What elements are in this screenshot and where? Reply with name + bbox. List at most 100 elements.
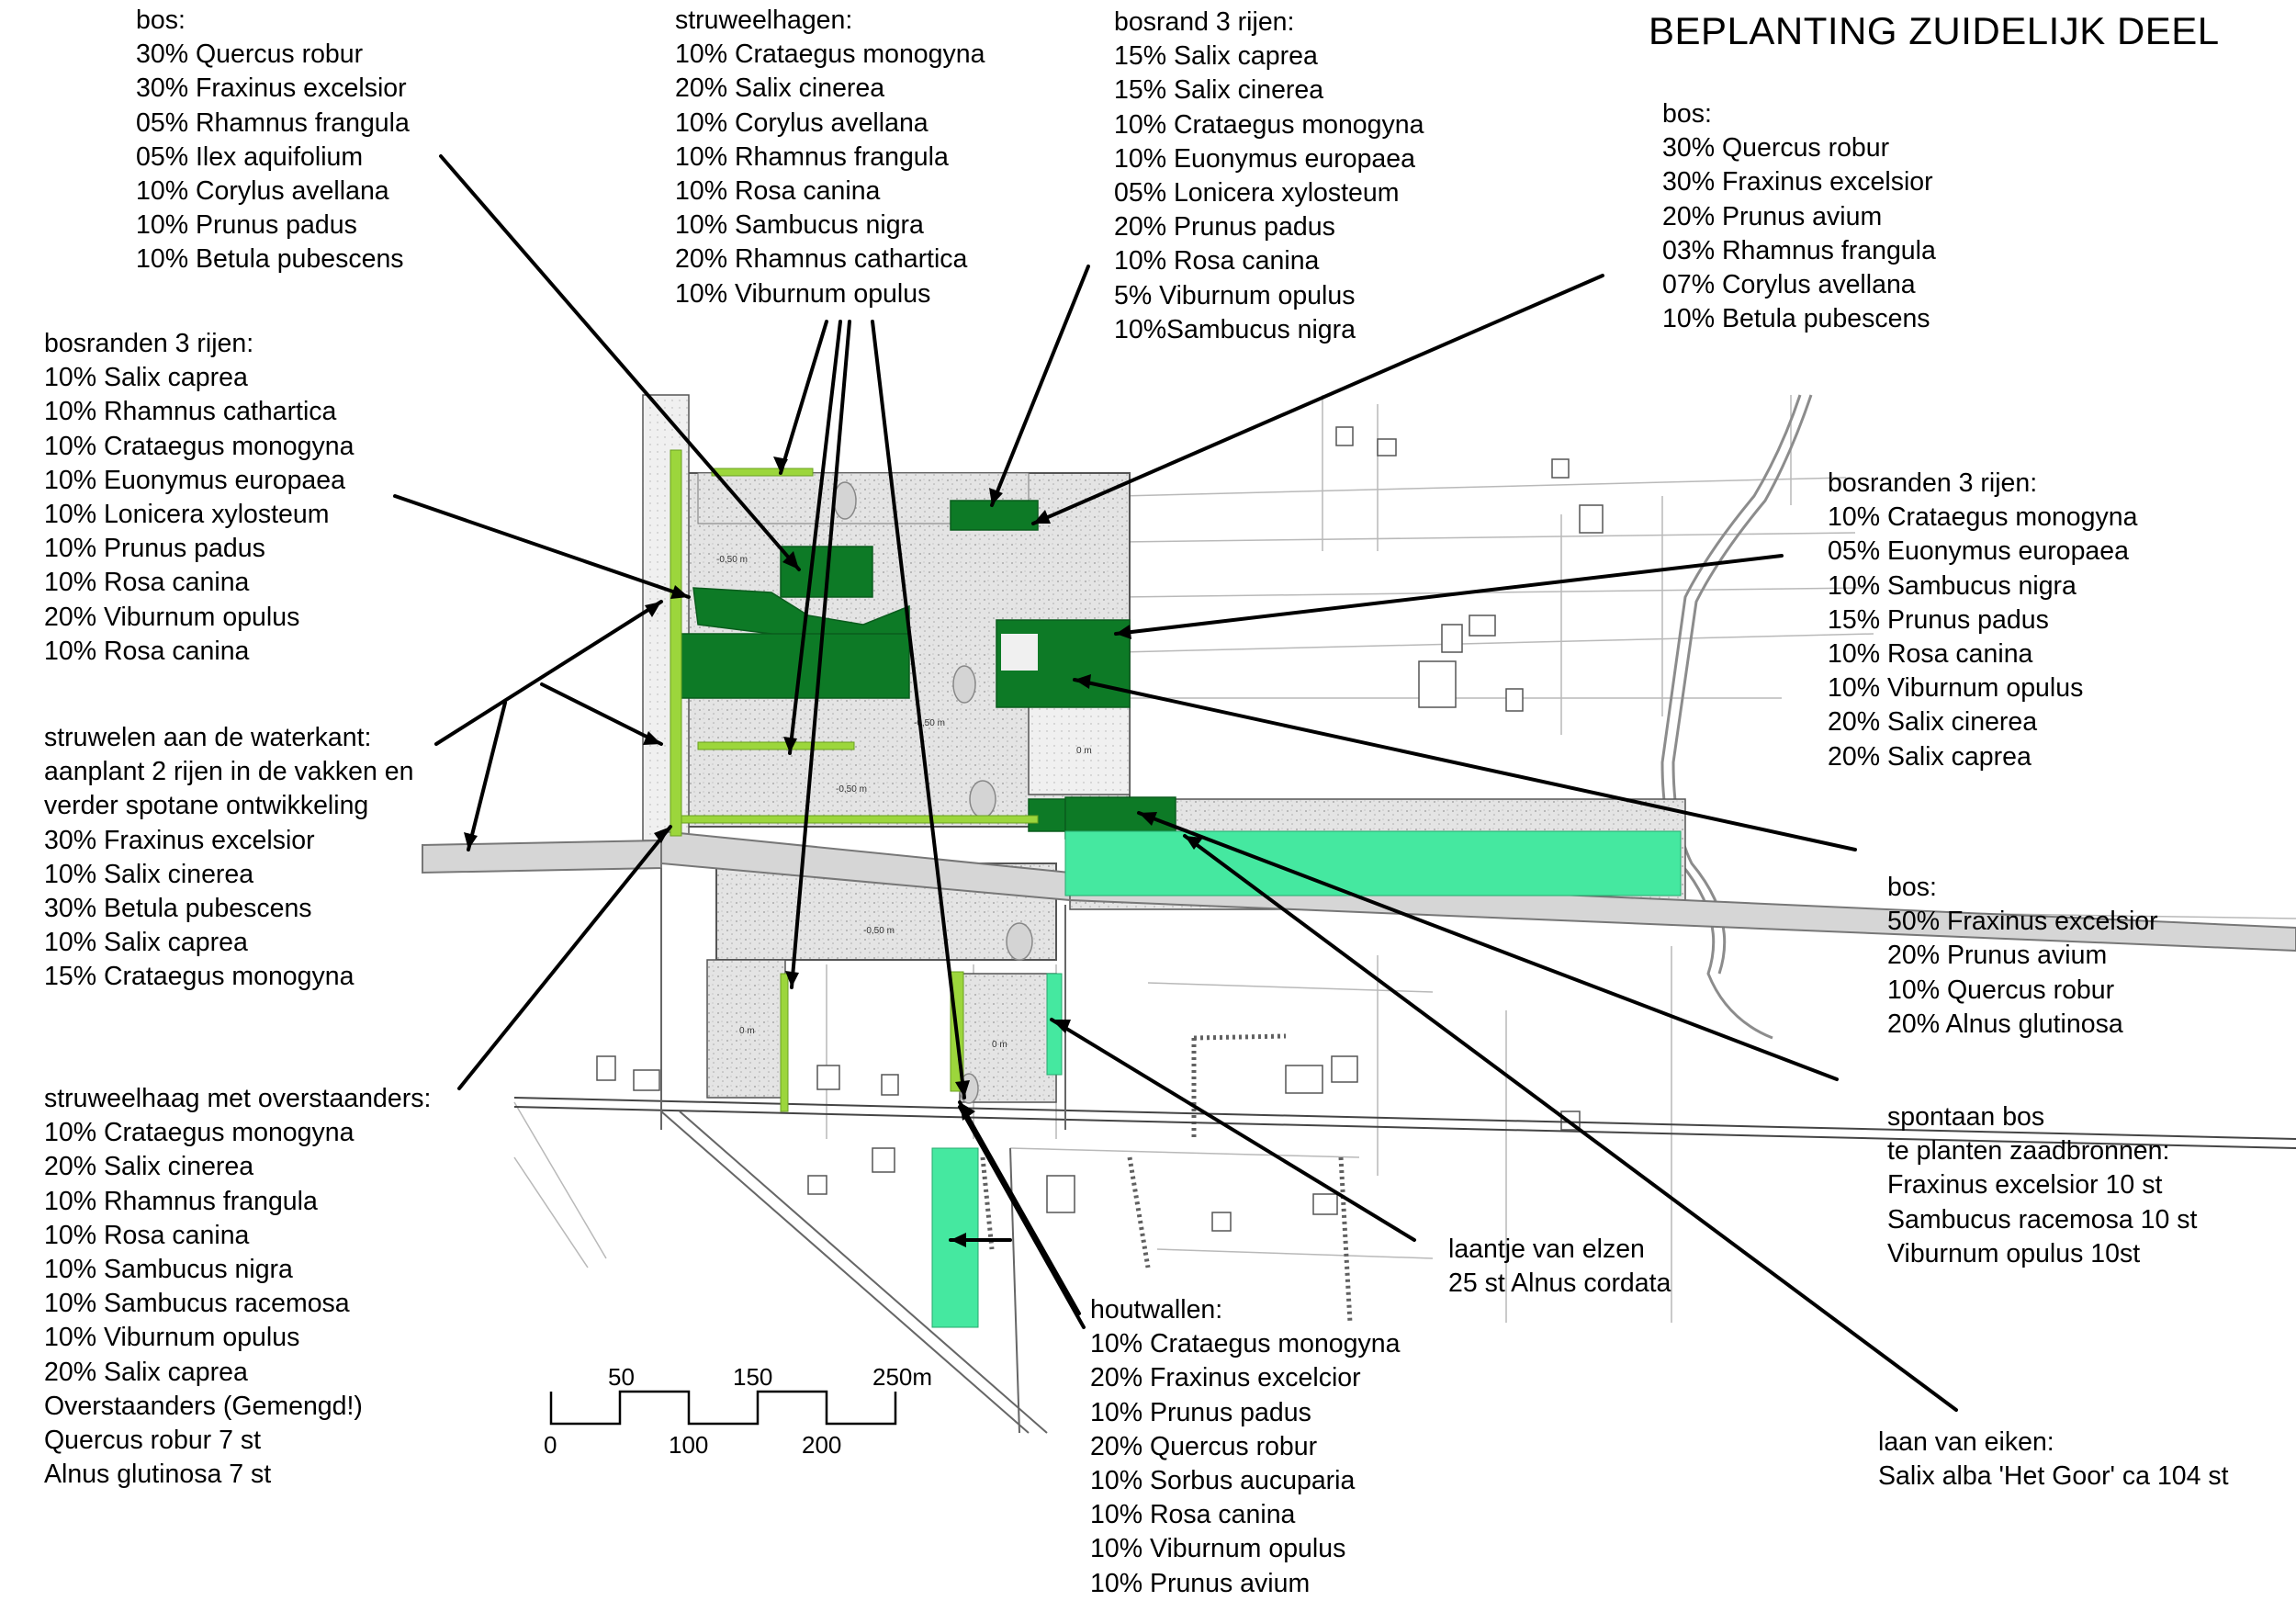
label-line: 10% Quercus robur [1887,975,2115,1005]
label-line: 20% Fraxinus excelcior [1090,1363,1361,1393]
leader-lines [393,154,1958,1412]
svg-text:-0,50 m: -0,50 m [716,555,748,565]
label-heading: laantje van elzen [1448,1235,1645,1264]
label-line: 20% Salix cinerea [44,1152,254,1182]
label-line: 10% Sambucus nigra [1828,570,2077,601]
label-line: 10% Rhamnus frangula [44,1186,318,1216]
label-line: 10% Salix caprea [44,363,248,393]
label-line: aanplant 2 rijen in de vakken en [44,757,414,787]
label-line: 10% Euonymus europaea [44,465,345,495]
page-title: BEPLANTING ZUIDELIJK DEEL [1649,9,2220,52]
label-houtwallen: houtwallen: 10% Crataegus monogyna 20% Fra… [1090,1293,1400,1601]
label-heading: bos: [136,6,186,35]
label-line: 03% Rhamnus frangula [1662,235,1936,265]
label-line: 15% Salix cinerea [1114,75,1324,106]
label-struweelhaag: struweelhaag met overstaanders:10% Crata… [44,1082,431,1492]
label-line: 30% Fraxinus excelsior [44,825,315,855]
label-line: 10% Crataegus monogyna [675,39,985,70]
label-line: 10% Prunus padus [136,210,357,241]
label-line: 10% Salix caprea [44,928,248,958]
map-labels: -0,50 m -0,50 m -0,50 m -0,50 m 0 m 0 m … [716,555,1092,1050]
label-line: 10% Prunus avium [1090,1568,1311,1598]
label-line: 15% Salix caprea [1114,41,1318,72]
label-line: 10% Corylus avellana [675,107,929,138]
arrow-heads [464,457,1203,1247]
south-field-1 [706,959,786,1099]
label-line: 10% Viburnum opulus [44,1323,300,1353]
label-line: 07% Corylus avellana [1662,270,1916,300]
label-heading: bosrand 3 rijen: [1114,7,1295,37]
label-line: te planten zaadbronnen: [1887,1136,2170,1167]
label-line: 10% Rhamnus cathartica [44,397,337,427]
label-line: 30% Betula pubescens [44,894,312,924]
label-line: 20% Rhamnus cathartica [675,244,968,275]
label-line: 10% Prunus padus [44,534,265,564]
label-line: 10% Rosa canina [44,636,250,666]
label-line: 10% Euonymus europaea [1114,143,1415,174]
label-line: 10% Rosa canina [1090,1500,1296,1530]
label-line: 20% Viburnum opulus [44,602,300,632]
label-line: 30% Quercus robur [136,39,364,70]
label-heading: struweelhaag met overstaanders: [44,1084,432,1113]
label-heading: houtwallen: [1090,1295,1223,1325]
label-line: 20% Salix caprea [44,1357,248,1387]
label-line: 10% Crataegus monogyna [44,431,355,461]
label-line: Alnus glutinosa 7 st [44,1460,272,1490]
label-line: 10% Viburnum opulus [675,278,931,309]
label-line: 20% Prunus avium [1662,201,1883,231]
scale-label-0: 0 [544,1431,557,1459]
label-line: 10% Crataegus monogyna [1090,1329,1401,1359]
label-struwelen: struwelen aan de waterkant:aanplant 2 ri… [44,721,413,995]
label-line: 10% Rosa canina [44,568,250,598]
label-line: Overstaanders (Gemengd!) [44,1391,363,1421]
svg-text:0 m: 0 m [739,1026,755,1036]
label-line: 30% Fraxinus excelsior [1662,167,1933,197]
label-line: 20% Prunus padus [1114,212,1335,242]
label-line: 20% Salix cinerea [1828,707,2038,738]
label-line: 25 st Alnus cordata [1448,1268,1671,1299]
scale-label-100: 100 [669,1431,709,1459]
label-heading: bos: [1887,873,1937,902]
svg-text:0 m: 0 m [992,1040,1007,1050]
forest-block-1 [950,500,1039,531]
label-line: 50% Fraxinus excelsior [1887,907,2158,937]
label-heading: laan van eiken: [1878,1427,2054,1457]
label-line: 10% Sambucus racemosa [44,1289,350,1319]
label-line: 10% Sambucus nigra [44,1255,293,1285]
scale-label-150: 150 [733,1363,773,1391]
label-line: 20% Quercus robur [1090,1431,1318,1461]
label-line: 10% Salix cinerea [44,859,254,889]
label-line: 10% Corylus avellana [136,176,389,207]
label-line: 05% Ilex aquifolium [136,141,364,172]
label-line: verder spotane ontwikkeling [44,791,369,821]
label-line: 10% Viburnum opulus [1828,673,2084,704]
label-line: 10% Prunus padus [1090,1397,1311,1427]
mint-strips [931,830,1682,1328]
forest-block-4 [679,633,910,699]
label-line: 10% Betula pubescens [136,244,404,275]
label-line: 10% Sambucus nigra [675,210,924,241]
scale-label-50: 50 [608,1363,635,1391]
label-line: 10% Rosa canina [1114,246,1320,276]
label-line: 10% Viburnum opulus [1090,1534,1346,1564]
label-line: 05% Rhamnus frangula [136,107,410,138]
svg-text:-0,50 m: -0,50 m [914,718,945,728]
label-line: 05% Lonicera xylosteum [1114,178,1400,209]
label-line: 10% Rosa canina [1828,639,2033,670]
label-line: 10% Rosa canina [44,1220,250,1250]
label-bosranden-left: bosranden 3 rijen: 10% Salix caprea 10% Rh… [44,327,354,669]
label-line: 5% Viburnum opulus [1114,280,1356,310]
svg-text:-0,50 m: -0,50 m [836,784,867,795]
label-line: 10% Crataegus monogyna [1828,502,2138,533]
label-heading: bosranden 3 rijen: [44,329,254,358]
label-line: Sambucus racemosa 10 st [1887,1204,2198,1235]
label-line: Fraxinus excelsior 10 st [1887,1170,2163,1201]
label-line: Salix alba 'Het Goor' ca 104 st [1878,1461,2229,1492]
label-line: 20% Salix cinerea [675,73,885,104]
